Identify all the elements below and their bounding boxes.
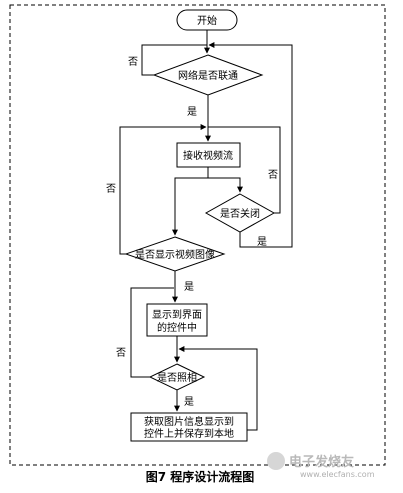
close-decision-label: 是否关闭 xyxy=(220,207,260,220)
receive-to-close-arrow xyxy=(207,167,243,193)
display-no-label: 否 xyxy=(106,183,116,195)
network-no-label: 否 xyxy=(128,56,138,68)
close-no-label: 否 xyxy=(268,169,278,181)
close-yes-label: 是 xyxy=(257,236,267,248)
save-photo-label-line1: 获取图片信息显示到 xyxy=(144,415,234,428)
show-on-ui-label-line1: 显示到界面 xyxy=(152,309,202,321)
photo-yes-label: 是 xyxy=(184,396,194,408)
watermark-brand: 电子发烧友 xyxy=(289,454,354,470)
photo-no-loop xyxy=(130,287,174,378)
watermark-icon xyxy=(267,452,285,470)
save-to-photo-loop xyxy=(178,346,258,431)
display-decision-label: 是否显示视频图像 xyxy=(135,248,215,261)
receive-stream-process xyxy=(176,142,241,168)
display-no-loop xyxy=(119,124,207,255)
photo-no-label: 否 xyxy=(116,347,126,359)
show-on-ui-label-line2: 的控件中 xyxy=(157,321,197,334)
network-yes-label: 是 xyxy=(187,106,197,118)
start-label: 开始 xyxy=(197,14,217,27)
photo-decision-label: 是否照相 xyxy=(157,371,197,384)
network-decision-label: 网络是否联通 xyxy=(178,69,238,82)
dashed-frame xyxy=(9,4,386,466)
figure-caption: 图7 程序设计流程图 xyxy=(146,469,255,484)
watermark-logo: 电子发烧友 www.elecfans.com xyxy=(267,452,375,479)
watermark-url: www.elecfans.com xyxy=(300,470,375,479)
close-yes-loop xyxy=(208,42,293,248)
display-yes-label: 是 xyxy=(184,281,194,293)
receive-to-display-arrow xyxy=(172,177,208,236)
save-photo-process xyxy=(130,412,248,442)
close-no-loop xyxy=(208,126,281,214)
network-no-loop xyxy=(141,44,207,76)
save-photo-label-line2: 控件上并保存到本地 xyxy=(144,427,234,440)
receive-stream-label: 接收视频流 xyxy=(183,149,233,162)
